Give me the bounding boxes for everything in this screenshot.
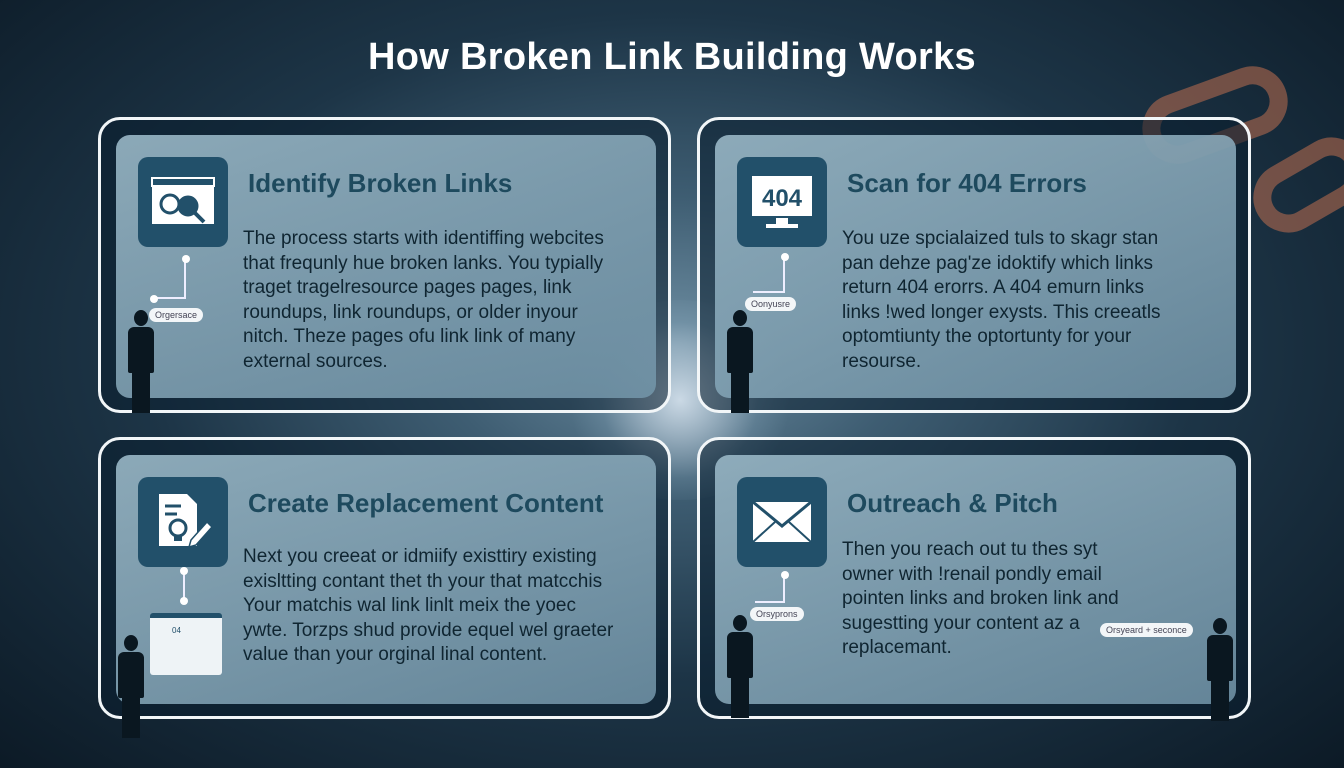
person-silhouette [126, 310, 156, 413]
card-panel: Identify Broken Links The process starts… [116, 135, 656, 413]
page-title: How Broken Link Building Works [368, 36, 976, 78]
step-title: Create Replacement Content [248, 488, 604, 518]
connector-line [753, 257, 785, 293]
browser-magnifier-icon [138, 157, 228, 247]
step-card-identify: Identify Broken Links The process starts… [98, 117, 671, 413]
connector-dot [180, 597, 188, 605]
step-description: Then you reach out tu thes syt owner with… [842, 538, 1119, 661]
step-title: Outreach & Pitch [847, 488, 1058, 518]
description-line: The process starts with identiffing webc… [243, 228, 604, 249]
speech-label: Orsyprons [750, 607, 804, 621]
chain-link-decoration [1240, 124, 1344, 246]
description-line: roundups, link roundups, or older inyour [243, 301, 578, 323]
card-panel: Create Replacement Content Next you cree… [116, 455, 656, 738]
envelope-icon [737, 477, 827, 567]
description-line: Your matchis wal link linlt meix the yoe… [243, 595, 576, 616]
speech-label: Orgersace [149, 308, 204, 322]
monitor-404-icon: 404 [737, 157, 827, 247]
step-description: Next you creeat or idmiify existtiry exi… [243, 545, 613, 668]
document-idea-pencil-icon [138, 477, 228, 567]
connector-dot [781, 571, 789, 579]
step-title: Identify Broken Links [248, 168, 513, 198]
connector-dot [781, 253, 789, 261]
step-card-scan: 404 Scan for 404 Errors You uze spcialai… [697, 117, 1251, 413]
speech-label: Oonyusre [745, 297, 797, 311]
description-line: owner with !renail pondly email [842, 563, 1102, 585]
connector-line [755, 575, 785, 603]
description-line: that frequnly hue broken lanks. You typi… [243, 252, 604, 274]
description-line: resourse. [842, 350, 922, 372]
card-panel: 404 Scan for 404 Errors You uze spcialai… [715, 135, 1236, 413]
description-line: replacemant. [842, 637, 952, 658]
step-card-outreach: Outreach & Pitch Then you reach out tu t… [697, 437, 1251, 721]
description-line: external sources. [243, 350, 388, 372]
person-silhouette [1205, 618, 1235, 721]
step-description: The process starts with identiffing webc… [243, 227, 604, 374]
description-line: You uze spcialaized tuls to skagr stan [842, 228, 1159, 249]
description-line: sugestting your content az a [842, 612, 1080, 634]
connector-dot [182, 255, 190, 263]
description-line: pan dehze pag'ze idoktify which links [842, 252, 1153, 274]
description-line: Then you reach out tu thes syt [842, 539, 1098, 560]
description-line: traget tragelresource pages pages, link [243, 277, 572, 298]
person-silhouette [116, 635, 146, 738]
connector-dot [150, 295, 158, 303]
description-line: optomtiunty the optortunty for your [842, 326, 1132, 347]
description-line: return 404 erorrs. A 404 emurn links [842, 277, 1145, 298]
person-silhouette [725, 615, 755, 718]
description-line: pointen links and broken link and [842, 588, 1119, 609]
description-line: Next you creeat or idmiify existtiry exi… [243, 546, 597, 567]
person-silhouette [725, 310, 755, 413]
description-line: 404 [762, 185, 803, 212]
step-title: Scan for 404 Errors [847, 168, 1087, 198]
connector-line [154, 259, 186, 299]
description-line: nitch. Theze pages ofu link link of many [243, 326, 576, 347]
step-description: You uze spcialaized tuls to skagr stan pa… [842, 227, 1161, 374]
spreadsheet-illustration: 04 [150, 613, 222, 675]
card-panel: Outreach & Pitch Then you reach out tu t… [715, 455, 1236, 721]
description-line: ywte. Torzps shud provide equel wel grae… [243, 619, 614, 641]
step-card-create: Create Replacement Content Next you cree… [98, 437, 671, 738]
speech-label: Orsyeard + seconce [1100, 623, 1193, 637]
connector-dot [180, 567, 188, 575]
description-line: value than your orginal linal content. [243, 644, 548, 665]
description-line: links !wed longer exysts. This creeatls [842, 301, 1161, 323]
description-line: exisltting contant thet th your that mat… [243, 570, 603, 592]
connector-line [183, 571, 185, 601]
